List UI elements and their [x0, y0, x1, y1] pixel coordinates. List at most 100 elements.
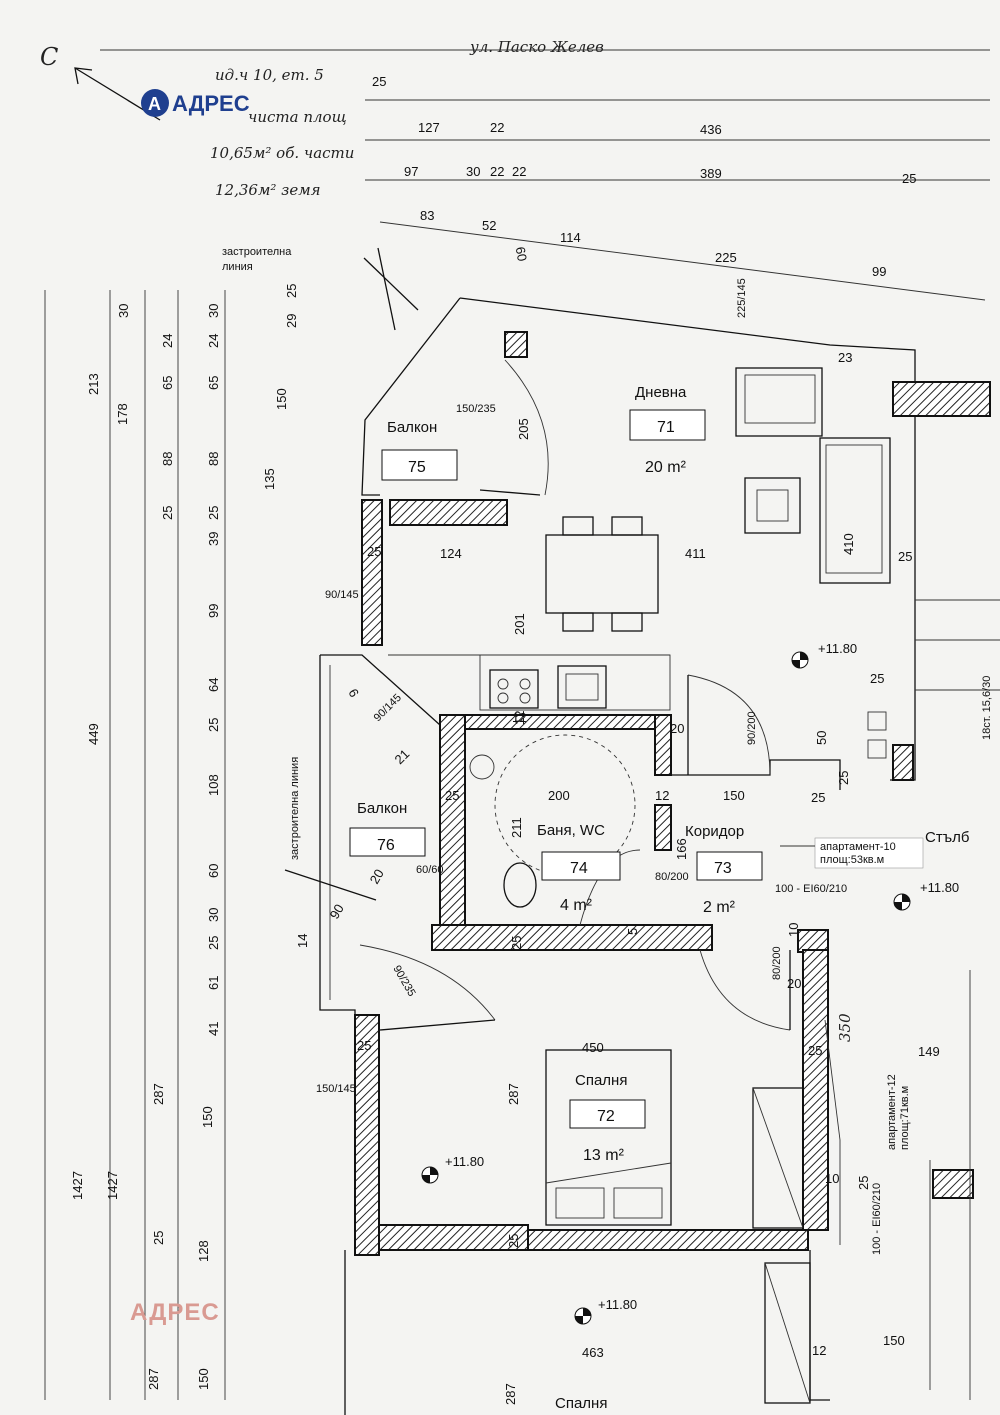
svg-text:128: 128	[196, 1240, 211, 1262]
svg-text:287: 287	[506, 1083, 521, 1105]
svg-text:25: 25	[206, 718, 221, 732]
bed	[545, 1049, 672, 1226]
svg-text:178: 178	[115, 403, 130, 425]
svg-text:50: 50	[814, 731, 829, 745]
svg-text:450: 450	[582, 1040, 604, 1055]
logo-text: АДРЕС	[172, 91, 250, 116]
svg-text:10: 10	[786, 923, 801, 937]
chair	[562, 516, 594, 536]
svg-text:Дневна: Дневна	[635, 384, 687, 401]
svg-text:Баня, WC: Баня, WC	[537, 822, 605, 839]
inner-dimensions: 124 411 410 201 205 200 211 150 166 12 2…	[295, 350, 940, 1405]
svg-text:12: 12	[655, 788, 669, 803]
stove-icon	[489, 669, 539, 709]
svg-text:200: 200	[548, 788, 570, 803]
room-balcony-76: Балкон 76	[349, 800, 426, 857]
svg-text:5: 5	[625, 928, 640, 935]
door-swing	[359, 944, 496, 1021]
svg-text:1427: 1427	[105, 1171, 120, 1200]
svg-text:25: 25	[206, 506, 221, 520]
svg-text:150/235: 150/235	[456, 403, 496, 415]
chair	[562, 612, 594, 632]
sofa	[819, 437, 891, 584]
svg-text:25: 25	[160, 506, 175, 520]
svg-text:22: 22	[490, 164, 504, 179]
svg-text:41: 41	[206, 1022, 221, 1036]
svg-text:100 - EI60/210: 100 - EI60/210	[871, 1183, 883, 1255]
svg-text:90/200: 90/200	[746, 711, 758, 745]
dining-table	[545, 534, 659, 614]
svg-text:90/145: 90/145	[325, 589, 359, 601]
svg-text:Спалня: Спалня	[575, 1072, 627, 1089]
svg-text:150: 150	[200, 1106, 215, 1128]
svg-text:80/200: 80/200	[771, 946, 783, 980]
svg-text:150: 150	[723, 788, 745, 803]
svg-text:64: 64	[206, 678, 221, 692]
svg-text:150: 150	[274, 388, 289, 410]
svg-text:76: 76	[377, 837, 395, 854]
svg-text:88: 88	[160, 452, 175, 466]
svg-text:201: 201	[512, 613, 527, 635]
svg-text:6: 6	[345, 686, 362, 700]
wardrobe	[764, 1262, 811, 1404]
svg-text:25: 25	[856, 1176, 871, 1190]
svg-text:25: 25	[206, 936, 221, 950]
svg-text:+11.80: +11.80	[445, 1154, 484, 1169]
level-marker: +11.80	[791, 641, 857, 669]
svg-text:25: 25	[357, 1038, 371, 1053]
svg-text:60: 60	[513, 246, 530, 263]
svg-text:83: 83	[420, 208, 434, 223]
svg-text:150: 150	[196, 1368, 211, 1390]
svg-text:213: 213	[86, 373, 101, 395]
svg-text:135: 135	[262, 468, 277, 490]
svg-text:61: 61	[206, 976, 221, 990]
svg-text:24: 24	[206, 334, 221, 348]
armchair	[735, 367, 823, 437]
svg-text:350: 350	[836, 1013, 854, 1042]
note-1: ид.ч 10, ет. 5	[215, 66, 324, 84]
svg-text:20: 20	[670, 721, 684, 736]
svg-text:39: 39	[206, 532, 221, 546]
svg-text:30: 30	[116, 304, 131, 318]
stairs-label: 18ст. 15,6/30	[981, 676, 993, 740]
svg-text:108: 108	[206, 774, 221, 796]
chair	[611, 612, 643, 632]
svg-text:65: 65	[160, 376, 175, 390]
svg-text:100 - EI60/210: 100 - EI60/210	[775, 883, 847, 895]
svg-text:25: 25	[836, 771, 851, 785]
apartment-12-label: апартамент-12площ:71кв.м	[886, 1074, 911, 1150]
svg-text:25: 25	[151, 1231, 166, 1245]
doors	[359, 359, 791, 1031]
chair	[611, 516, 643, 536]
svg-text:+11.80: +11.80	[598, 1297, 637, 1312]
svg-text:23: 23	[838, 350, 852, 365]
street-name: ул. Паско Желев	[469, 38, 604, 56]
shower-circle	[494, 734, 636, 876]
note-3: 10,65м² об. части	[210, 144, 354, 162]
svg-text:25: 25	[367, 544, 381, 559]
svg-text:1427: 1427	[70, 1171, 85, 1200]
svg-text:287: 287	[503, 1383, 518, 1405]
svg-text:225/145: 225/145	[736, 278, 748, 318]
room-corridor: Коридор 73 2 m²	[685, 823, 763, 916]
svg-text:389: 389	[700, 166, 722, 181]
svg-text:99: 99	[872, 264, 886, 279]
svg-text:2 m²: 2 m²	[703, 899, 736, 916]
door-swing	[504, 359, 549, 496]
svg-text:Коридор: Коридор	[685, 823, 744, 840]
svg-text:65: 65	[206, 376, 221, 390]
svg-text:225: 225	[715, 250, 737, 265]
svg-text:411: 411	[685, 546, 706, 561]
svg-text:25: 25	[506, 1234, 521, 1248]
svg-text:166: 166	[674, 838, 689, 860]
svg-text:74: 74	[570, 860, 588, 877]
svg-text:12: 12	[512, 711, 527, 725]
svg-text:+11.80: +11.80	[818, 641, 857, 656]
svg-text:20 m²: 20 m²	[645, 459, 687, 476]
level-marker: +11.80	[421, 1154, 484, 1184]
level-marker: +11.80	[893, 880, 959, 911]
svg-text:20: 20	[787, 976, 801, 991]
svg-text:90: 90	[327, 901, 347, 921]
